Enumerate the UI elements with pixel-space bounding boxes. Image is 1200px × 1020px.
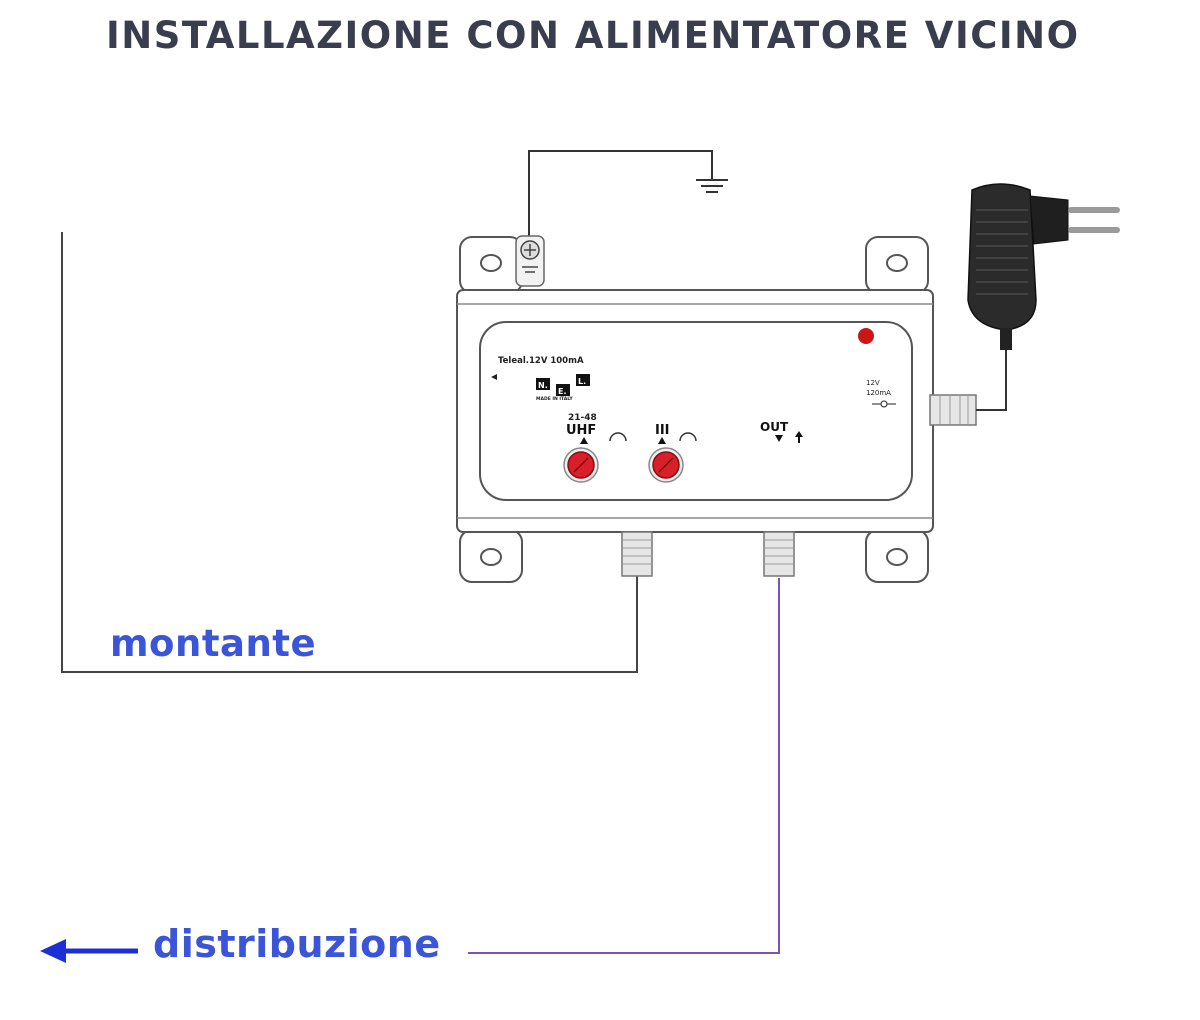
uhf-range: 21-48 (568, 413, 597, 423)
ground-connection (528, 150, 728, 256)
amplifier: Teleal.12V 100mA N. E. L. MADE IN ITALY … (456, 235, 977, 583)
output-connector (763, 531, 795, 577)
input-connector (621, 531, 653, 577)
vhf-label: III (655, 423, 670, 438)
vhf-gain-knob[interactable] (648, 447, 684, 483)
dc-input-icon (872, 400, 896, 408)
power-voltage: 12V (866, 379, 880, 387)
vhf-adjust-icon (679, 432, 697, 442)
distribution-arrow-icon (40, 939, 138, 963)
mounting-ear-bottom-left (459, 529, 523, 583)
power-current: 120mA (866, 389, 891, 397)
brand-letter-l: L. (578, 377, 586, 386)
small-arrow-icon (491, 374, 497, 380)
distribution-label: distribuzione (153, 922, 441, 966)
mounting-ear-bottom-right (865, 529, 929, 583)
power-adapter-icon (967, 183, 1120, 350)
vhf-up-icon (658, 437, 666, 444)
front-panel (479, 321, 913, 501)
out-up-icon (795, 431, 803, 443)
uhf-gain-knob[interactable] (563, 447, 599, 483)
uhf-label: UHF (566, 423, 596, 438)
model-text: Teleal.12V 100mA (498, 356, 584, 366)
distribution-cable (468, 578, 780, 954)
riser-label: montante (110, 622, 317, 665)
brand-letter-n: N. (538, 381, 548, 390)
ground-wire (528, 150, 713, 256)
out-down-icon (775, 435, 783, 442)
brand-subtitle: MADE IN ITALY (536, 396, 573, 402)
brand-logo: N. E. L. MADE IN ITALY (536, 374, 590, 402)
power-cable (976, 340, 1007, 411)
ground-icon (696, 179, 728, 193)
mounting-ear-top-left (459, 236, 523, 294)
power-led-icon (858, 328, 874, 344)
ground-screw-icon (515, 235, 545, 287)
mounting-ear-top-right (865, 236, 929, 294)
uhf-up-icon (580, 437, 588, 444)
out-label: OUT (760, 420, 789, 434)
uhf-adjust-icon (609, 432, 627, 442)
diagram-title: INSTALLAZIONE CON ALIMENTATORE VICINO (106, 14, 1080, 57)
riser-cable (61, 232, 638, 673)
power-connector (929, 394, 977, 426)
brand-letter-e: E. (558, 387, 567, 396)
